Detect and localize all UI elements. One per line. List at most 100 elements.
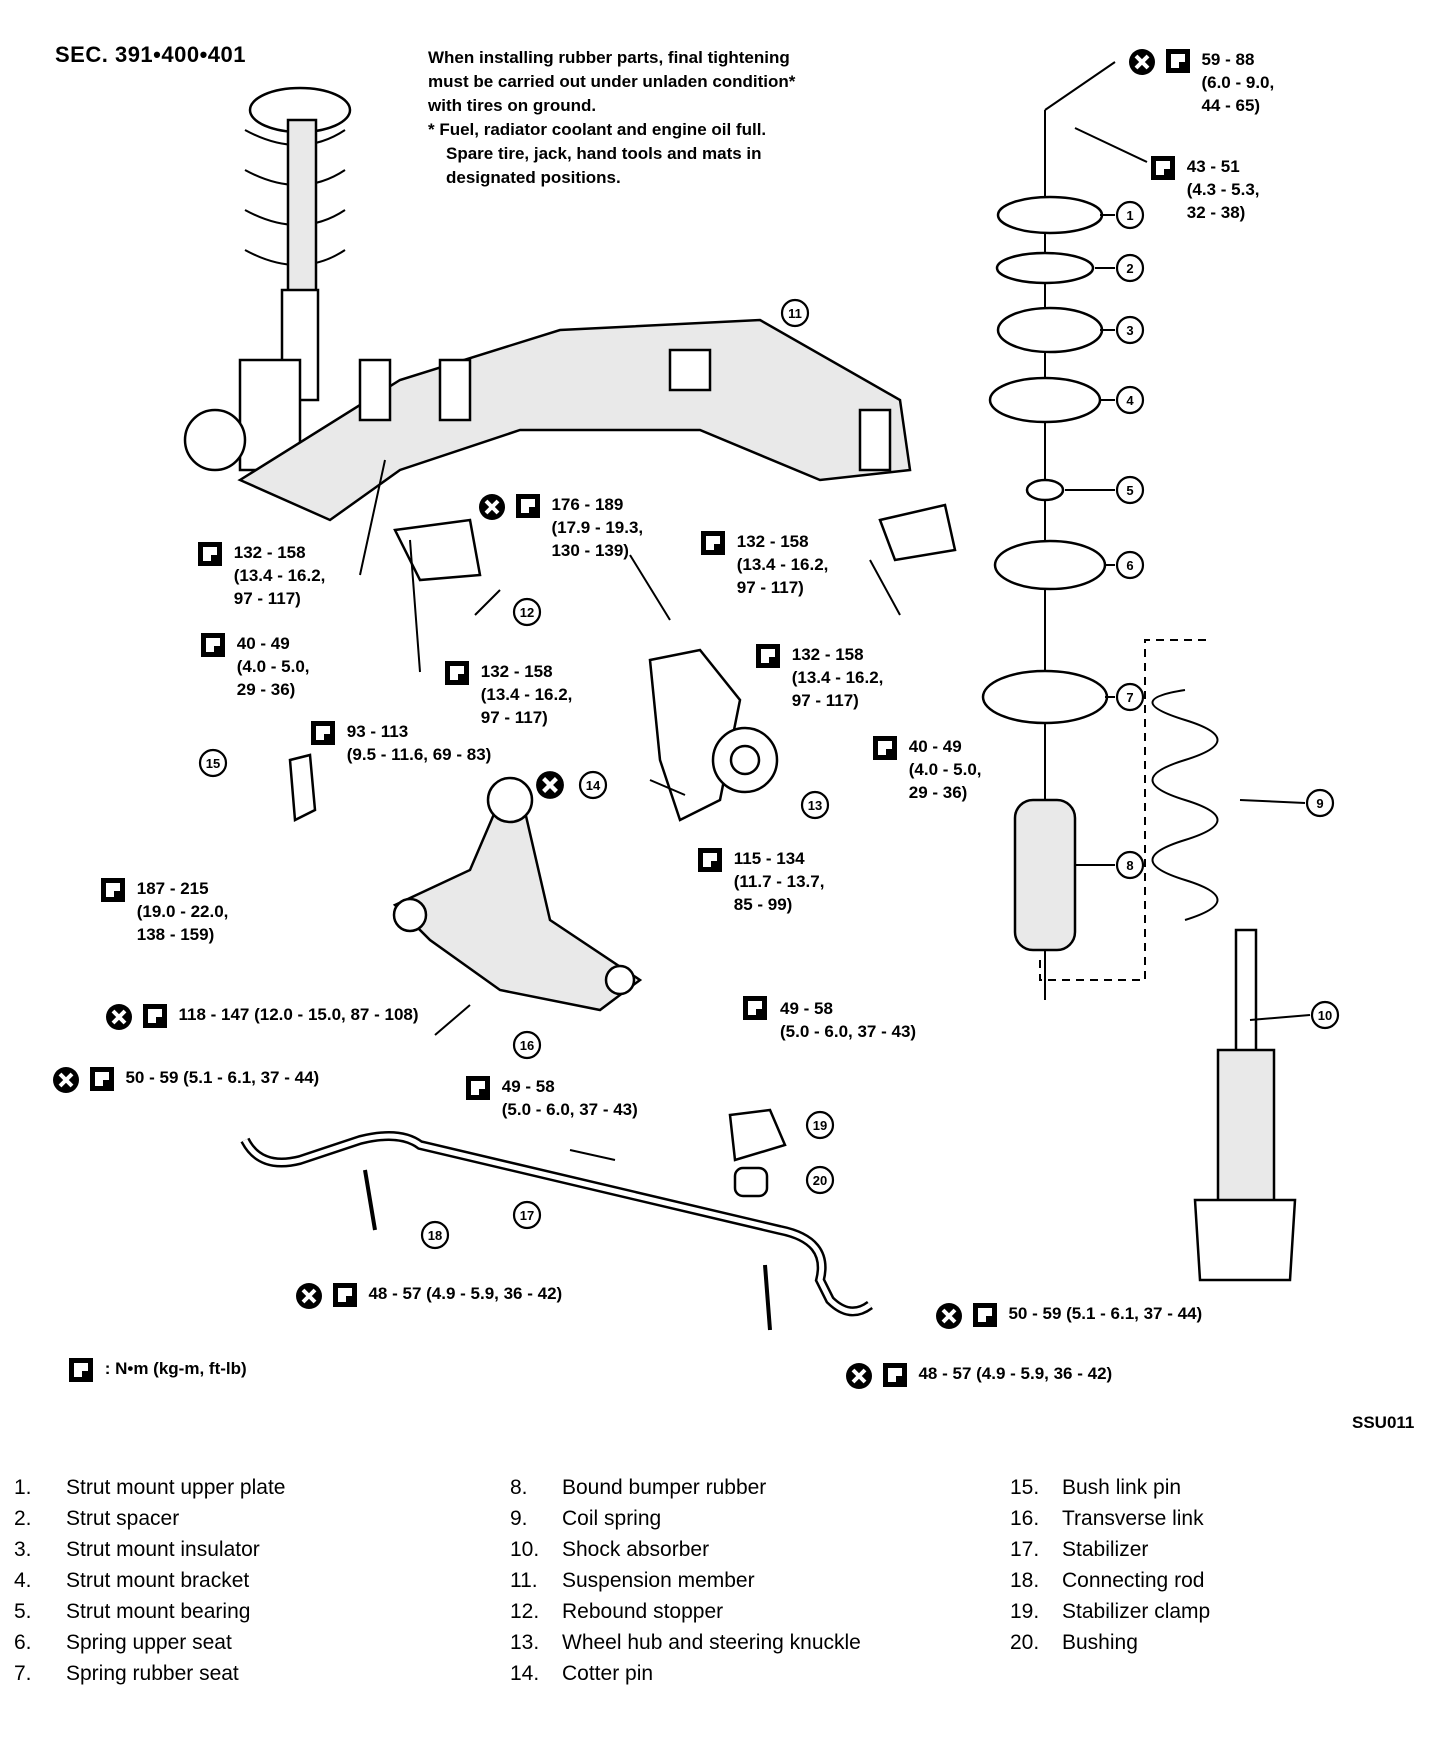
do-not-reuse-icon (53, 1067, 79, 1093)
note-line-2: must be carried out under unladen condit… (428, 72, 796, 91)
torque-wrench-icon (698, 848, 722, 872)
torque-wrench-icon (515, 494, 540, 518)
legend-label: Strut mount insulator (66, 1538, 260, 1561)
legend-label: Connecting rod (1062, 1569, 1205, 1592)
bushing-drawing (733, 1166, 769, 1198)
do-not-reuse-icon (846, 1363, 872, 1389)
suspension-member-drawing (237, 318, 912, 522)
svg-text:11: 11 (788, 306, 802, 321)
legend-number: 14. (510, 1662, 540, 1685)
svg-text:18: 18 (428, 1228, 442, 1243)
torque-spec-18: 50 - 59 (5.1 - 6.1, 37 - 44) (935, 1302, 1202, 1330)
svg-text:20: 20 (813, 1173, 827, 1188)
svg-text:5: 5 (1126, 483, 1133, 498)
legend-item: 11.Suspension member (510, 1565, 861, 1596)
torque-wrench-icon (1151, 156, 1175, 180)
torque-wrench-icon (1165, 49, 1190, 73)
legend-number: 10. (510, 1538, 540, 1561)
note-line-1: When installing rubber parts, final tigh… (428, 48, 790, 67)
torque-spec-5: 132 - 158(13.4 - 16.2,97 - 117) (700, 530, 828, 599)
svg-text:2: 2 (1126, 261, 1133, 276)
torque-wrench-icon (142, 1004, 167, 1028)
callout-3: 3 (1115, 315, 1145, 345)
legend-item: 16.Transverse link (1010, 1503, 1210, 1534)
legend-number: 5. (14, 1600, 32, 1623)
legend-item: 12.Rebound stopper (510, 1596, 861, 1627)
torque-spec-17: 48 - 57 (4.9 - 5.9, 36 - 42) (295, 1282, 562, 1310)
unit-legend-text: : N•m (kg-m, ft-lb) (104, 1359, 247, 1378)
torque-value: (19.0 - 22.0, (136, 902, 229, 921)
legend-number: 6. (14, 1631, 32, 1654)
torque-value: (13.4 - 16.2, (233, 566, 326, 585)
torque-value: (11.7 - 13.7, (733, 872, 825, 891)
callout-8: 8 (1115, 850, 1145, 880)
torque-value: (4.3 - 5.3, (1186, 180, 1260, 199)
svg-text:16: 16 (520, 1038, 534, 1053)
callout-19: 19 (805, 1110, 835, 1140)
torque-wrench-icon (743, 996, 767, 1020)
torque-value: (5.0 - 6.0, 37 - 43) (501, 1100, 638, 1119)
torque-value: 29 - 36) (236, 680, 296, 699)
callout-1: 1 (1115, 200, 1145, 230)
svg-text:4: 4 (1126, 393, 1134, 408)
do-not-reuse-icon (1129, 49, 1155, 75)
svg-text:9: 9 (1316, 796, 1323, 811)
torque-value: 118 - 147 (12.0 - 15.0, 87 - 108) (178, 1005, 419, 1024)
legend-number: 18. (1010, 1569, 1040, 1592)
callout-5: 5 (1115, 475, 1145, 505)
torque-wrench-icon (882, 1363, 907, 1387)
torque-wrench-icon (972, 1303, 997, 1327)
legend-item: 5.Strut mount bearing (14, 1596, 285, 1627)
note-line-3: with tires on ground. (428, 96, 597, 115)
torque-value: 40 - 49 (236, 634, 290, 653)
torque-spec-13: 118 - 147 (12.0 - 15.0, 87 - 108) (105, 1003, 419, 1031)
note-line-4: * Fuel, radiator coolant and engine oil … (428, 120, 767, 139)
legend-number: 9. (510, 1507, 528, 1530)
legend-item: 9.Coil spring (510, 1503, 861, 1534)
svg-text:8: 8 (1126, 858, 1133, 873)
torque-wrench-icon (101, 878, 125, 902)
svg-text:17: 17 (520, 1208, 534, 1223)
torque-spec-11: 115 - 134(11.7 - 13.7,85 - 99) (697, 847, 824, 916)
legend-label: Stabilizer (1062, 1538, 1149, 1561)
torque-spec-7: 132 - 158(13.4 - 16.2,97 - 117) (444, 660, 572, 729)
legend-number: 15. (1010, 1476, 1040, 1499)
transverse-link-drawing (392, 776, 643, 1012)
legend-label: Transverse link (1062, 1507, 1204, 1530)
torque-value: (9.5 - 11.6, 69 - 83) (346, 745, 492, 764)
rebound-stopper-right-drawing (878, 503, 957, 562)
torque-spec-1: 59 - 88(6.0 - 9.0,44 - 65) (1128, 48, 1274, 117)
legend-number: 3. (14, 1538, 32, 1561)
torque-spec-8: 132 - 158(13.4 - 16.2,97 - 117) (755, 643, 883, 712)
torque-spec-4: 132 - 158(13.4 - 16.2,97 - 117) (197, 541, 325, 610)
do-not-reuse-icon (479, 494, 505, 520)
note-line-5: Spare tire, jack, hand tools and mats in (446, 144, 762, 163)
legend-item: 10.Shock absorber (510, 1534, 861, 1565)
legend-label: Bushing (1062, 1631, 1138, 1654)
installation-notes: When installing rubber parts, final tigh… (428, 46, 795, 190)
torque-value: 48 - 57 (4.9 - 5.9, 36 - 42) (368, 1284, 563, 1303)
torque-wrench-icon (198, 542, 222, 566)
unit-legend: : N•m (kg-m, ft-lb) (68, 1357, 247, 1383)
callout-16: 16 (512, 1030, 542, 1060)
figure-code: SSU011 (1352, 1413, 1415, 1432)
legend-number: 1. (14, 1476, 32, 1499)
legend-item: 4. Strut mount bracket (14, 1565, 285, 1596)
legend-label: Rebound stopper (562, 1600, 724, 1623)
callout-11: 11 (780, 298, 810, 328)
torque-spec-2: 43 - 51(4.3 - 5.3,32 - 38) (1150, 155, 1260, 224)
torque-value: (6.0 - 9.0, (1201, 73, 1275, 92)
callout-6: 6 (1115, 550, 1145, 580)
torque-value: 97 - 117) (480, 708, 548, 727)
legend-number: 4. (14, 1569, 32, 1592)
knuckle-drawing (648, 648, 779, 822)
legend-label: Strut mount bracket (66, 1569, 250, 1592)
torque-value: (4.0 - 5.0, (236, 657, 310, 676)
torque-value: 44 - 65) (1201, 96, 1261, 115)
callout-9: 9 (1305, 788, 1335, 818)
torque-value: 32 - 38) (1186, 203, 1246, 222)
legend-item: 8.Bound bumper rubber (510, 1472, 861, 1503)
svg-text:12: 12 (520, 605, 534, 620)
legend-label: Stabilizer clamp (1062, 1600, 1211, 1623)
svg-text:13: 13 (808, 798, 822, 813)
